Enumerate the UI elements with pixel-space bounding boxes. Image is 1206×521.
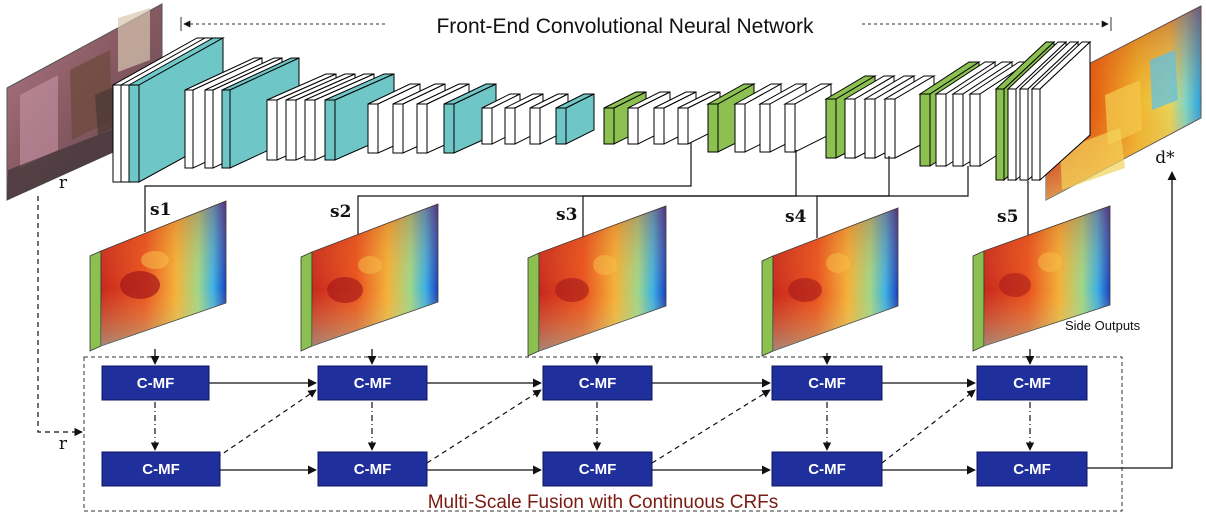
side-map-1 xyxy=(89,200,227,352)
fusion-region xyxy=(83,356,1123,512)
cmf-bottom-row: C-MF C-MF C-MF C-MF C-MF xyxy=(101,451,1088,487)
cmf-label: C-MF xyxy=(354,375,392,392)
fusion-caption: Multi-Scale Fusion with Continuous CRFs xyxy=(428,492,779,513)
side-outputs-caption: Side Outputs xyxy=(1065,318,1141,333)
side-label-5: s5 xyxy=(997,207,1018,227)
output-arrow xyxy=(1087,171,1177,469)
side-label-1: s1 xyxy=(150,200,171,220)
cmf-block xyxy=(317,365,428,401)
input-label: r xyxy=(59,173,68,193)
side-map-2 xyxy=(300,203,439,352)
side-map-4 xyxy=(761,207,899,357)
layer-group-5 xyxy=(481,93,595,145)
layer-group-8 xyxy=(824,75,936,159)
cmf-label: C-MF xyxy=(579,461,617,478)
cmf-block xyxy=(771,451,883,487)
side-map-5 xyxy=(972,205,1111,352)
cmf-block xyxy=(771,365,883,401)
side-label-2: s2 xyxy=(330,202,351,222)
layer-group-6 xyxy=(603,91,721,145)
cmf-top-row: C-MF C-MF C-MF C-MF C-MF xyxy=(101,365,1088,401)
cmf-label: C-MF xyxy=(137,375,175,392)
side-label-4: s4 xyxy=(785,207,807,227)
output-depth-map xyxy=(1045,5,1202,201)
side-label-3: s3 xyxy=(556,205,577,225)
cmf-label: C-MF xyxy=(579,375,617,392)
side-output-labels: s1 s2 s3 s4 s5 xyxy=(150,200,1018,227)
network-title: Front-End Convolutional Neural Network xyxy=(436,15,814,38)
output-label: d* xyxy=(1155,148,1175,168)
cmf-label: C-MF xyxy=(1013,461,1051,478)
side-map-3 xyxy=(527,205,667,357)
layer-group-10 xyxy=(994,40,1092,182)
layer-group-3 xyxy=(266,73,395,161)
cmf-block xyxy=(101,365,210,401)
cmf-label: C-MF xyxy=(142,461,180,478)
layer-group-4 xyxy=(367,83,497,154)
fusion-input-label: r xyxy=(59,434,68,454)
cmf-label: C-MF xyxy=(808,375,846,392)
cmf-label: C-MF xyxy=(354,461,392,478)
cross-scale-arrows xyxy=(208,389,976,464)
side-output-connectors xyxy=(144,142,1029,248)
cmf-label: C-MF xyxy=(1013,375,1051,392)
layer-group-7 xyxy=(706,83,833,153)
cmf-block xyxy=(542,365,653,401)
cmf-block xyxy=(976,451,1088,487)
cmf-block xyxy=(317,451,428,487)
side-output-maps xyxy=(89,200,1111,357)
vertical-arrows xyxy=(150,402,1035,451)
cmf-block xyxy=(101,451,221,487)
cmf-block xyxy=(976,365,1088,401)
input-skip-arrow xyxy=(37,196,83,437)
cmf-block xyxy=(542,451,653,487)
cnn-layers xyxy=(111,37,1092,183)
network-title-group: Front-End Convolutional Neural Network xyxy=(180,15,1112,38)
map-to-block-arrows xyxy=(150,349,1035,365)
cmf-label: C-MF xyxy=(808,461,846,478)
